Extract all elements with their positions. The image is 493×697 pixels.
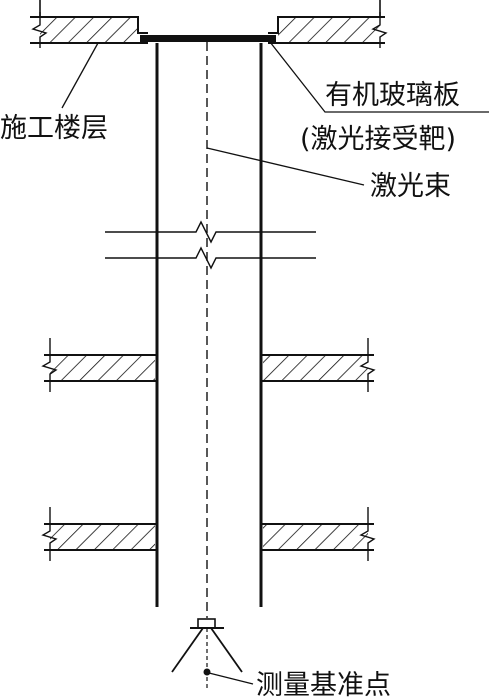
top-slab-left	[30, 12, 148, 48]
label-laser-beam: 激光束	[370, 171, 451, 202]
leader-glass-plate	[269, 41, 489, 113]
label-laser-target: (激光接受靶)	[300, 124, 456, 155]
label-survey-point: 测量基准点	[256, 670, 391, 697]
laser-plummet-tripod	[171, 618, 243, 688]
middle-floor-slab	[41, 338, 376, 392]
top-floor-slab	[30, 0, 388, 48]
leader-laser-beam	[206, 147, 365, 186]
label-glass-plate: 有机玻璃板	[325, 80, 460, 111]
lower-floor-slab	[41, 507, 376, 561]
leader-construction-floor	[61, 42, 99, 109]
laser-instrument	[197, 618, 216, 629]
break-lines	[105, 220, 316, 270]
top-slab-right	[268, 12, 388, 48]
leader-survey-point	[208, 672, 254, 685]
label-construction-floor: 施工楼层	[0, 113, 108, 144]
glass-target-plate	[140, 35, 276, 42]
survey-point-marker	[203, 668, 211, 676]
